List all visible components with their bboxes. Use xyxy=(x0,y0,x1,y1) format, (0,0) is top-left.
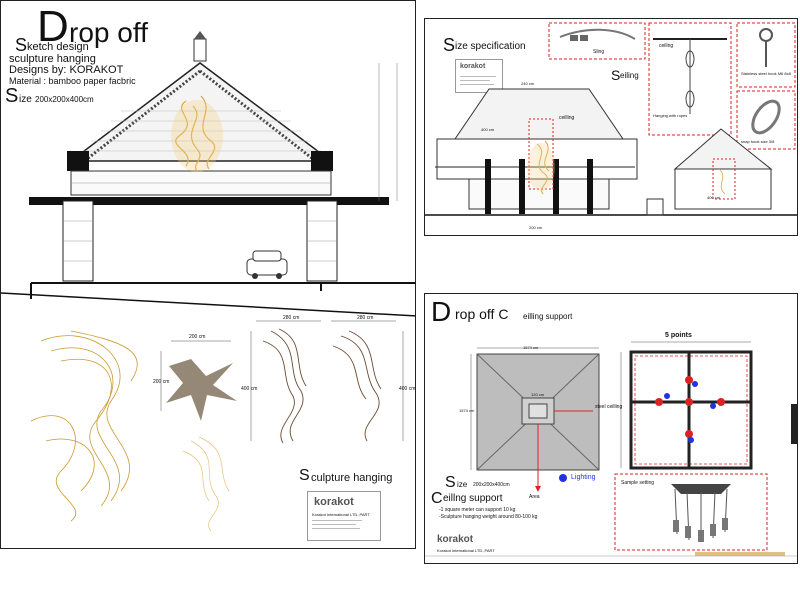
dim-label-3: 280 cm xyxy=(283,315,300,321)
label-hanging-rope: Hanging with ropes xyxy=(653,113,688,118)
dim-top: 1574 cm xyxy=(523,345,539,350)
sculpture-hanging-S: S xyxy=(299,467,310,484)
brand-logo: korakot xyxy=(314,496,354,508)
left-panel: D rop off S ketch design sculpture hangi… xyxy=(0,0,416,549)
designer-line: Designs by: KORAKOT xyxy=(9,64,124,76)
support-note-1: -1 square meter can support 10 kg xyxy=(439,507,516,513)
sample-setting-label: Sample setting xyxy=(621,480,655,486)
dim-200: 200 cm xyxy=(529,225,543,230)
spec-card-brand: korakot xyxy=(460,63,486,70)
label-ceiling: ceiling xyxy=(659,43,674,49)
company-name: Korakot International LTD.,PART xyxy=(312,512,370,517)
building-section-drawing xyxy=(1,31,415,532)
dim-label-4: 400 cm xyxy=(241,386,258,392)
subtitle-sculpture: sculpture hanging xyxy=(9,53,96,65)
lighting-label: Lighting xyxy=(571,474,596,481)
size-word-br: ize xyxy=(457,480,468,489)
footer-company: Korakot International LTD.,PART xyxy=(437,548,495,553)
support-note-2: -Sculpture hanging weight around 80-100 … xyxy=(439,514,538,520)
car-outline xyxy=(246,250,288,279)
support-title-drop-off: rop off C xyxy=(455,306,509,322)
size-spec-title: ize specification xyxy=(455,41,526,52)
label-steel-hook: Stainless steel hook M6 8x8 xyxy=(741,71,791,76)
size-value-br: 200x200x400cm xyxy=(473,482,510,488)
sculpture-brown-2 xyxy=(332,330,382,442)
size-S-br: S xyxy=(445,474,456,491)
ceiling-title: eiling xyxy=(620,71,639,80)
ceiling-support-panel: D rop off C eilling support xyxy=(424,293,798,564)
label-snap-hook: snap hook size 3/8 xyxy=(741,139,775,144)
size-specification-panel: S ize specification S eiling korakot xyxy=(424,18,798,236)
sculpture-faint-gold xyxy=(182,436,230,532)
support-title-ceiling: eilling support xyxy=(523,312,573,321)
sculpture-large-gold xyxy=(30,330,138,522)
dim-label-2: 200 cm xyxy=(153,379,170,385)
steel-ceiling-label: steel ceilling xyxy=(595,404,623,410)
subtitle-S: S xyxy=(15,35,28,55)
support-C: C xyxy=(431,490,443,507)
dim-240: 240 cm xyxy=(521,81,535,86)
size-spec-S: S xyxy=(443,35,456,55)
dim-400-b: 400 cm xyxy=(707,195,721,200)
size-value: 200x200x400cm xyxy=(35,95,94,104)
label-sling: Sling xyxy=(593,49,605,55)
size-S: S xyxy=(5,85,19,107)
spec-card: korakot xyxy=(455,59,503,93)
sculpture-brown-1 xyxy=(262,328,307,444)
ceiling-S: S xyxy=(611,67,621,83)
business-card: korakot Korakot International LTD.,PART xyxy=(307,491,381,541)
size-word: ize xyxy=(19,94,32,105)
title-drop-letter: D xyxy=(37,2,69,51)
sculpture-star-dark xyxy=(166,359,237,421)
support-title-D: D xyxy=(431,296,452,327)
sculpture-in-building xyxy=(175,95,216,172)
dim-400-a: 400 cm xyxy=(481,127,495,132)
area-label: Area xyxy=(529,494,540,500)
spec-drawing xyxy=(425,22,797,216)
points-label: 5 points xyxy=(665,332,692,339)
material-line: Material : bamboo paper facbric xyxy=(9,76,136,86)
dim-label-5: 280 cm xyxy=(357,315,374,321)
dim-side: 1574 cm xyxy=(459,408,475,413)
dim-label-6: 400 cm xyxy=(399,386,416,392)
subtitle-sketch: ketch design xyxy=(27,41,89,53)
title-drop-off: rop off xyxy=(69,17,148,48)
dim-inner: 120 cm xyxy=(531,392,545,397)
footer-brand: korakot xyxy=(437,534,474,545)
sculpture-hanging-label: culpture hanging xyxy=(311,472,393,484)
label-ceilling: ceilling xyxy=(559,115,575,121)
dim-label-1: 200 cm xyxy=(189,334,206,340)
support-heading: eillng support xyxy=(443,493,503,504)
ceiling-support-drawing xyxy=(425,341,797,557)
